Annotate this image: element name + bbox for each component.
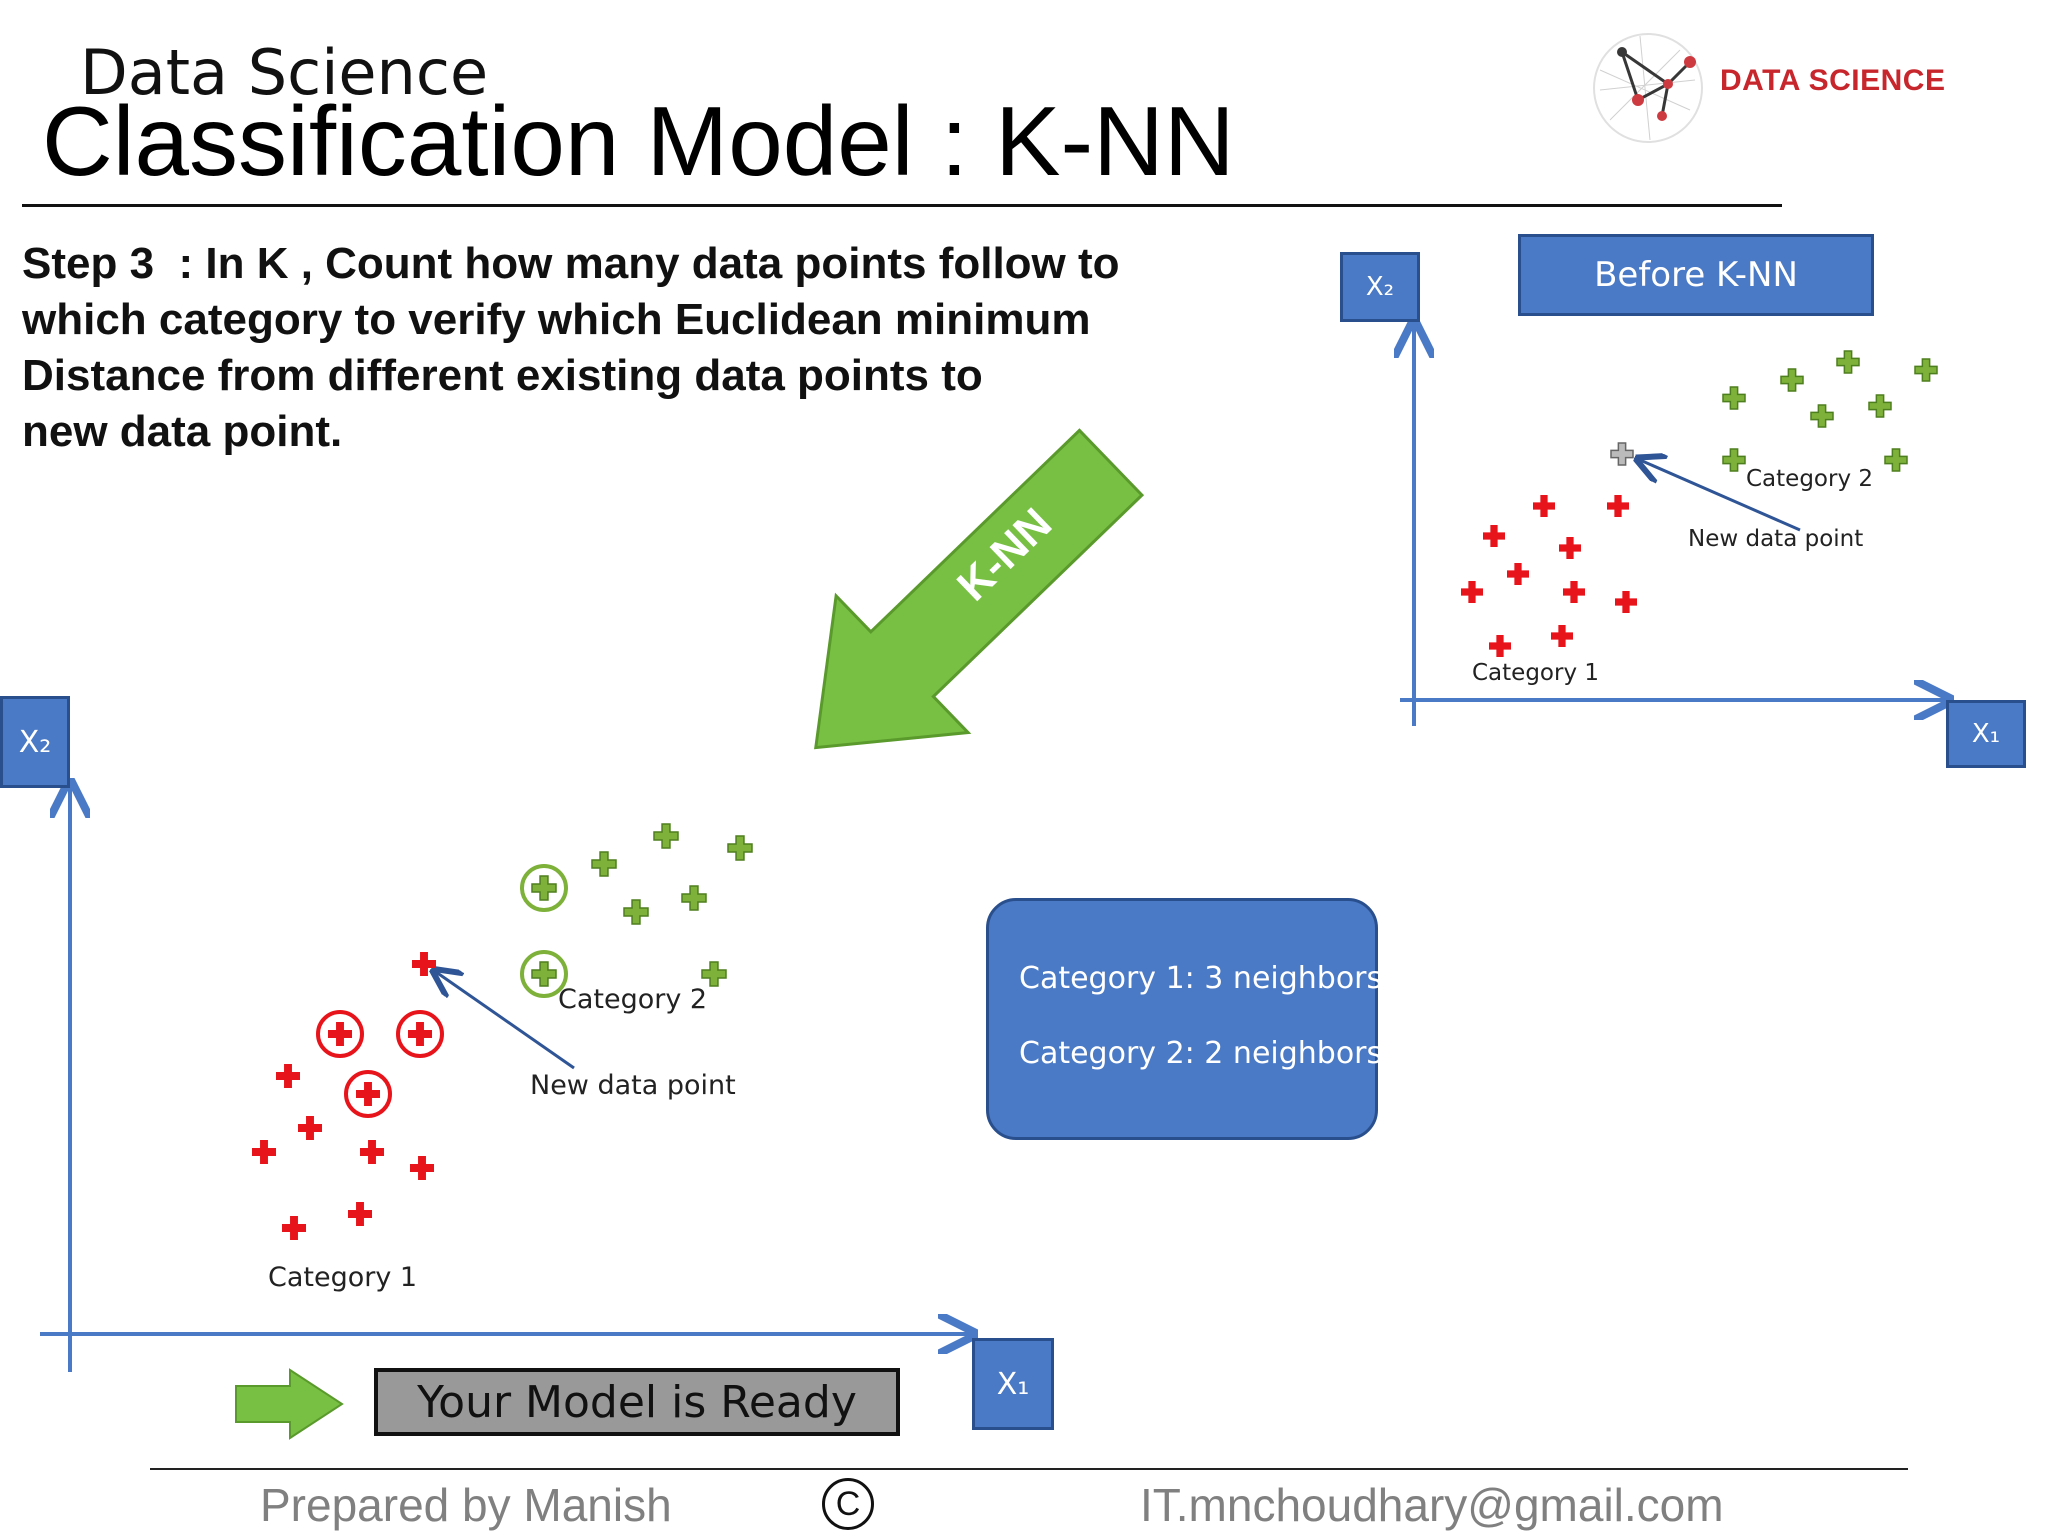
before-category1-point <box>1615 591 1637 613</box>
before-category2-point <box>1884 448 1908 472</box>
neighbor-highlight-ring <box>396 1010 444 1058</box>
before-category1-point <box>1507 563 1529 585</box>
title-divider <box>22 204 1782 207</box>
before-category1-point <box>1461 581 1483 603</box>
neighbor-highlight-ring <box>344 1070 392 1118</box>
after-category1-label: Category 1 <box>268 1262 418 1293</box>
neighbor-highlight-ring <box>520 950 568 998</box>
step-line: new data point. <box>22 407 343 456</box>
after-category1-point <box>252 1140 277 1165</box>
after-category2-point <box>701 961 727 987</box>
after-category2-point <box>653 823 679 849</box>
after-category1-neighbor-point <box>408 1022 433 1047</box>
before-category2-point <box>1722 386 1746 410</box>
after-new-point-label: New data point <box>530 1070 736 1101</box>
logo-text: DATA SCIENCE <box>1720 64 1946 97</box>
before-category2-label: Category 2 <box>1746 466 1874 492</box>
model-ready-banner: Your Model is Ready <box>374 1368 900 1436</box>
before-category2-point <box>1722 448 1746 472</box>
before-category2-point <box>1914 358 1938 382</box>
before-category1-point <box>1551 625 1573 647</box>
before-category1-point <box>1607 495 1629 517</box>
before-category2-point <box>1780 368 1804 392</box>
after-category1-point <box>348 1202 373 1227</box>
before-category1-label: Category 1 <box>1472 660 1600 686</box>
after-new-data-point <box>412 952 437 976</box>
footer-author: Prepared by Manish <box>260 1479 672 1531</box>
page-title: Classification Model : K-NN <box>42 86 1235 196</box>
after-category2-neighbor-point <box>531 875 557 901</box>
after-category1-neighbor-point <box>328 1022 353 1047</box>
before-category1-point <box>1559 537 1581 559</box>
before-new-point-label: New data point <box>1688 526 1864 552</box>
before-new-data-point <box>1610 442 1634 466</box>
after-category2-label: Category 2 <box>558 984 708 1015</box>
subtitle: Data Science <box>80 36 489 109</box>
after-category2-neighbor-point <box>531 961 557 987</box>
after-new-point-pointer <box>436 972 575 1070</box>
after-category2-point <box>727 835 753 861</box>
after-category1-point <box>410 1156 435 1181</box>
step-line: which category to verify which Euclidean… <box>22 295 1091 344</box>
before-category2-point <box>1836 350 1860 374</box>
after-x-axis-label: X₁ <box>972 1338 1054 1430</box>
after-category1-neighbor-point <box>356 1082 381 1107</box>
ready-arrow <box>235 1368 344 1440</box>
neighbor-highlight-ring <box>316 1010 364 1058</box>
copyright-icon: C <box>822 1478 874 1530</box>
after-category2-point <box>591 851 617 877</box>
after-category1-point <box>298 1116 323 1141</box>
before-category1-point <box>1533 495 1555 517</box>
knn-direction-arrow <box>814 428 1145 750</box>
after-y-axis-label: X₂ <box>0 696 70 788</box>
after-category1-point <box>360 1140 385 1165</box>
category1-neighbors: Category 1: 3 neighbors <box>1019 961 1383 996</box>
before-category2-point <box>1810 404 1834 428</box>
footer-email: IT.mnchoudhary@gmail.com <box>1140 1479 1724 1531</box>
step-description: Step 3 : In K , Count how many data poin… <box>22 236 1282 460</box>
before-category2-point <box>1868 394 1892 418</box>
neighbors-summary: Category 1: 3 neighbors Category 2: 2 ne… <box>986 898 1382 1140</box>
before-new-point-pointer <box>1640 460 1801 532</box>
before-category1-point <box>1489 635 1511 657</box>
before-x-axis-label: X₁ <box>1946 700 2026 768</box>
before-category1-point <box>1483 525 1505 547</box>
before-category1-point <box>1563 581 1585 603</box>
step-line: Step 3 : In K , Count how many data poin… <box>22 239 1120 288</box>
step-line: Distance from different existing data po… <box>22 351 983 400</box>
before-knn-title: Before K-NN <box>1518 234 1874 316</box>
category2-neighbors: Category 2: 2 neighbors <box>1019 1036 1383 1071</box>
after-category1-point <box>282 1216 307 1241</box>
after-category2-point <box>681 885 707 911</box>
neighbor-highlight-ring <box>520 864 568 912</box>
footer-divider <box>150 1468 1908 1470</box>
after-category2-point <box>623 899 649 925</box>
before-y-axis-label: X₂ <box>1340 252 1420 322</box>
after-category1-point <box>276 1064 301 1089</box>
